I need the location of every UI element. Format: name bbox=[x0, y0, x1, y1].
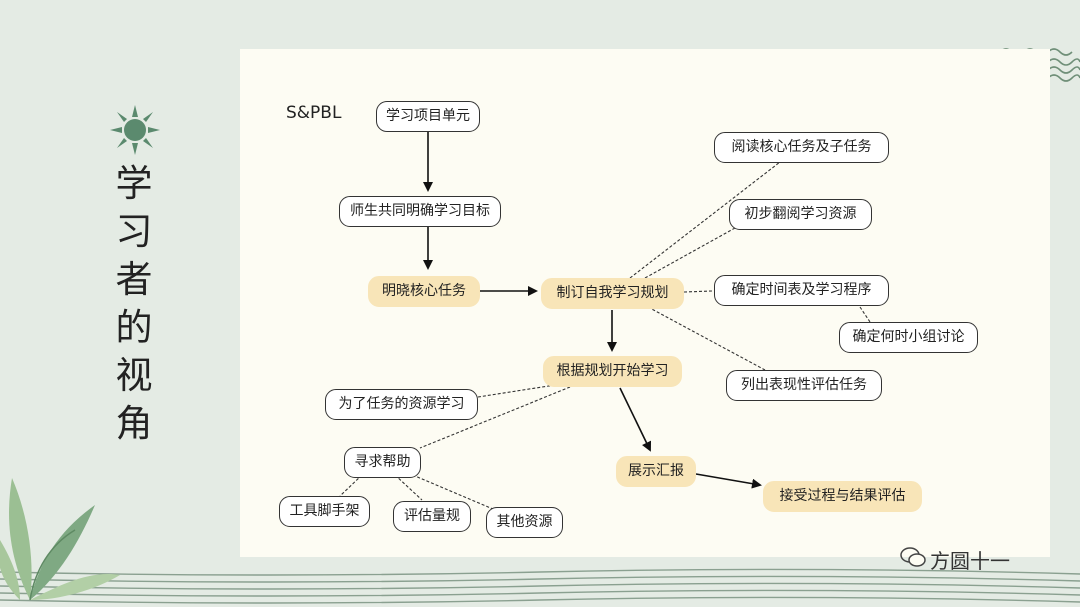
node-other-resources: 其他资源 bbox=[486, 507, 563, 538]
node-clarify-goals: 师生共同明确学习目标 bbox=[339, 196, 501, 227]
dash-n10-n11 bbox=[477, 384, 556, 398]
title-char: 的 bbox=[115, 306, 153, 349]
node-group-discussion: 确定何时小组讨论 bbox=[839, 322, 978, 353]
node-performance-tasks: 列出表现性评估任务 bbox=[726, 370, 882, 401]
dash-n7-n8 bbox=[859, 306, 871, 323]
diagram-label: S&PBL bbox=[286, 103, 342, 123]
dash-n12-n15 bbox=[407, 472, 501, 513]
title-char: 习 bbox=[115, 210, 153, 253]
bottom-lines bbox=[0, 568, 1080, 604]
title-char: 视 bbox=[115, 354, 153, 397]
node-read-tasks: 阅读核心任务及子任务 bbox=[714, 132, 889, 163]
sun-icon bbox=[110, 105, 160, 155]
title-char: 学 bbox=[115, 162, 153, 205]
node-rubrics: 评估量规 bbox=[393, 501, 471, 532]
dash-n12-n14 bbox=[394, 474, 423, 501]
dash-n4-n9 bbox=[647, 306, 766, 371]
arrow-n10-n16 bbox=[619, 387, 652, 452]
wechat-icon bbox=[900, 547, 926, 567]
dash-n4-n6 bbox=[644, 227, 736, 279]
dash-n12-n13 bbox=[339, 474, 363, 497]
node-resource-learning: 为了任务的资源学习 bbox=[325, 389, 478, 420]
node-start-learning: 根据规划开始学习 bbox=[543, 356, 682, 387]
dash-n4-n7 bbox=[683, 290, 713, 293]
dash-n10-n12 bbox=[419, 386, 571, 449]
node-browse-resources: 初步翻阅学习资源 bbox=[729, 199, 872, 230]
plant-decoration bbox=[0, 478, 120, 601]
node-core-task: 明晓核心任务 bbox=[368, 276, 480, 307]
title-char: 者 bbox=[115, 258, 153, 301]
node-make-plan: 制订自我学习规划 bbox=[541, 278, 684, 309]
node-evaluation: 接受过程与结果评估 bbox=[763, 481, 922, 512]
dash-n4-n5 bbox=[629, 161, 781, 279]
node-learning-unit: 学习项目单元 bbox=[376, 101, 480, 132]
node-scaffolding: 工具脚手架 bbox=[279, 496, 370, 527]
title-char: 角 bbox=[115, 402, 153, 445]
node-seek-help: 寻求帮助 bbox=[344, 447, 421, 478]
vertical-title: 学 习 者 的 视 角 bbox=[112, 160, 156, 448]
watermark-text: 方圆十一 bbox=[930, 549, 1010, 573]
node-presentation: 展示汇报 bbox=[616, 456, 696, 487]
node-timeline: 确定时间表及学习程序 bbox=[714, 275, 889, 306]
arrow-n16-n17 bbox=[695, 473, 762, 489]
